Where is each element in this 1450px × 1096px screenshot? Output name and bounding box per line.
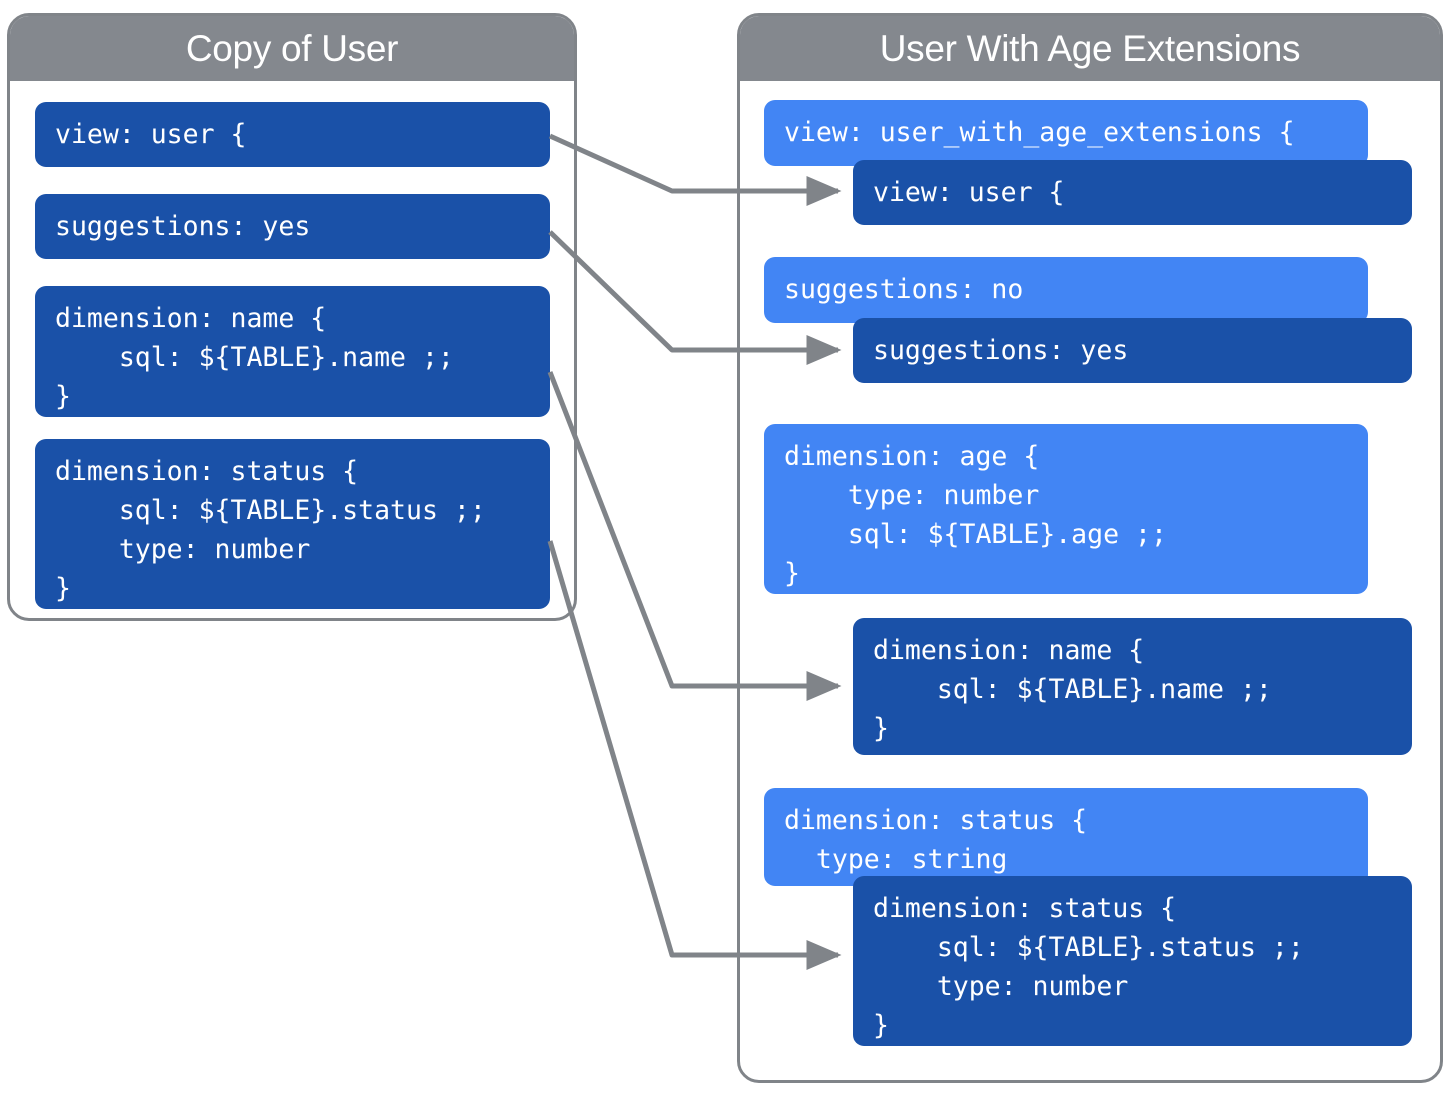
right-block-dimension-status-override[interactable]: dimension: status { type: string [764,788,1368,886]
right-block-suggestions-no[interactable]: suggestions: no [764,257,1368,323]
panel-left-title: Copy of User [185,27,399,69]
right-block-dimension-age[interactable]: dimension: age { type: number sql: ${TAB… [764,424,1368,594]
right-block-dimension-status-inherited[interactable]: dimension: status { sql: ${TABLE}.status… [853,876,1412,1046]
panel-right-header: User With Age Extensions [740,16,1440,81]
panel-left-header: Copy of User [10,16,574,81]
right-block-view-user-with-age-extensions[interactable]: view: user_with_age_extensions { [764,100,1368,166]
right-block-dimension-name-inherited[interactable]: dimension: name { sql: ${TABLE}.name ;; … [853,618,1412,755]
left-block-dimension-status[interactable]: dimension: status { sql: ${TABLE}.status… [35,439,550,609]
right-block-view-user-inherited[interactable]: view: user { [853,160,1412,225]
left-block-view-user[interactable]: view: user { [35,102,550,167]
panel-right-title: User With Age Extensions [879,27,1301,69]
left-block-dimension-name[interactable]: dimension: name { sql: ${TABLE}.name ;; … [35,286,550,417]
left-block-suggestions-yes[interactable]: suggestions: yes [35,194,550,259]
right-block-suggestions-yes-inherited[interactable]: suggestions: yes [853,318,1412,383]
